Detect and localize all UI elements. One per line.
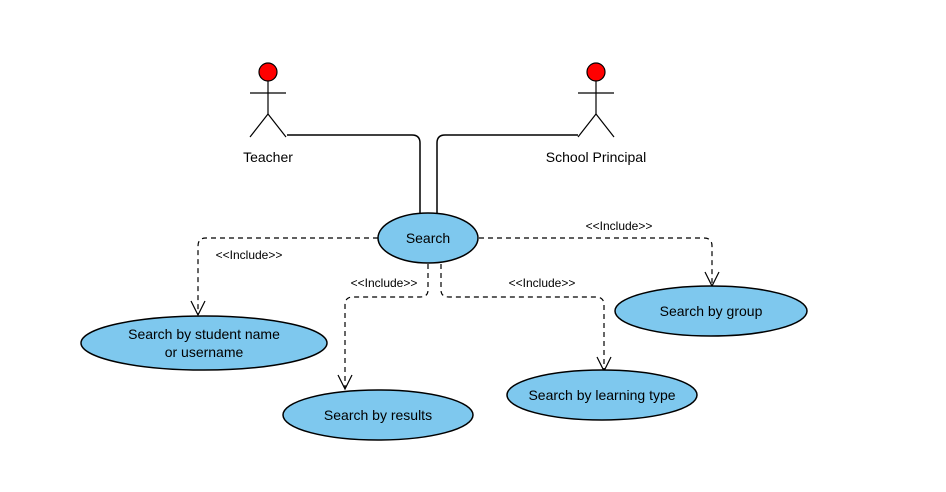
search-by-group-label: Search by group [660,303,763,319]
search-by-results-use-case [282,389,474,441]
search-use-case [377,212,479,264]
search-by-learning-type-label: Search by learning type [528,387,675,403]
search-use-case-label: Search [406,230,450,246]
teacher-label: Teacher [243,149,293,165]
search-by-learning-type-use-case [506,369,698,421]
include-results-line [344,264,429,388]
include-name-label: <<Include>> [216,248,283,262]
search-by-results-label: Search by results [324,407,432,423]
include-results-label: <<Include>> [351,276,418,290]
include-results-arrow [337,374,353,391]
include-learning-line [440,264,605,370]
search-by-name-label-line1: Search by student name [128,326,280,342]
principal-association [436,134,578,213]
teacher-head [258,62,278,82]
search-by-group-use-case [614,285,808,337]
teacher-actor [249,62,287,138]
principal-actor [577,62,615,138]
include-name-arrow [190,300,206,317]
teacher-association [287,134,421,213]
principal-label: School Principal [546,149,646,165]
principal-head [586,62,606,82]
search-by-name-label-line2: or username [165,344,244,360]
include-group-line [479,237,713,285]
include-name-line [197,237,378,314]
search-by-name-use-case [80,315,328,371]
include-group-label: <<Include>> [586,219,653,233]
include-learning-label: <<Include>> [509,276,576,290]
